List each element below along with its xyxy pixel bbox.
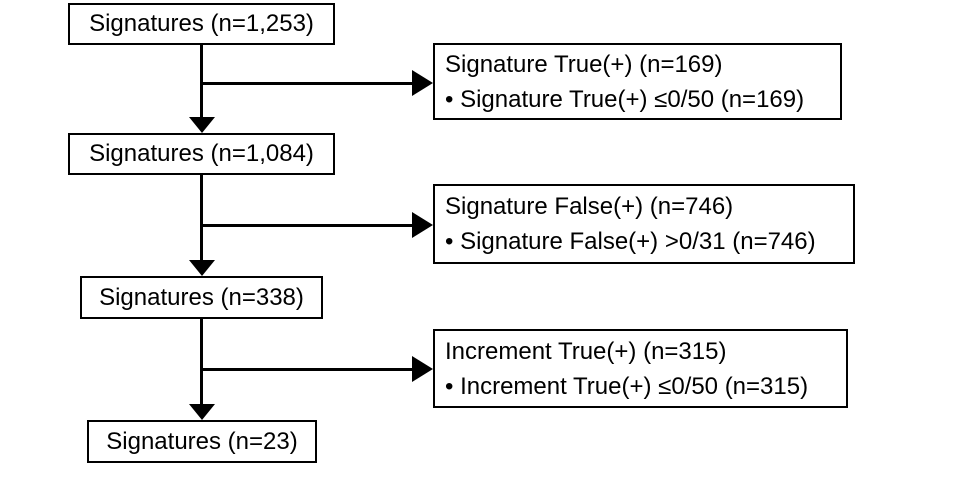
flow-box-label: Signatures (n=1,253) [89, 10, 314, 37]
connector-branch-2 [201, 224, 414, 227]
exclusion-bullet: • Signature True(+) ≤0/50 (n=169) [445, 85, 805, 113]
down-arrowhead-icon-1 [189, 117, 215, 133]
exclusion-title: Signature False(+) (n=746) [445, 193, 734, 220]
flow-box-label: Signatures (n=338) [99, 283, 304, 311]
exclusion-title: Signature True(+) (n=169) [445, 50, 723, 78]
flow-box-signatures-1253: Signatures (n=1,253) [68, 3, 335, 45]
exclusion-title: Increment True(+) (n=315) [445, 337, 727, 365]
right-arrowhead-icon-2 [412, 212, 433, 238]
connector-branch-3 [201, 368, 414, 371]
connector-vertical-2 [200, 175, 203, 261]
down-arrowhead-icon-3 [189, 404, 215, 420]
exclusion-box-signature-false-positive: Signature False(+) (n=746) • Signature F… [433, 184, 855, 264]
flow-box-label: Signatures (n=23) [106, 427, 298, 455]
flow-box-label: Signatures (n=1,084) [89, 140, 314, 167]
exclusion-box-signature-true-positive: Signature True(+) (n=169) • Signature Tr… [433, 43, 842, 120]
connector-vertical-1 [200, 45, 203, 118]
exclusion-bullet: • Increment True(+) ≤0/50 (n=315) [445, 372, 809, 400]
flow-box-signatures-23: Signatures (n=23) [87, 420, 317, 463]
right-arrowhead-icon-3 [412, 356, 433, 382]
flow-box-signatures-338: Signatures (n=338) [80, 276, 323, 319]
down-arrowhead-icon-2 [189, 260, 215, 276]
exclusion-box-increment-true-positive: Increment True(+) (n=315) • Increment Tr… [433, 329, 848, 408]
connector-vertical-3 [200, 319, 203, 405]
flow-box-signatures-1084: Signatures (n=1,084) [68, 133, 335, 175]
connector-branch-1 [201, 82, 414, 85]
right-arrowhead-icon-1 [412, 70, 433, 96]
exclusion-bullet: • Signature False(+) >0/31 (n=746) [445, 228, 816, 255]
